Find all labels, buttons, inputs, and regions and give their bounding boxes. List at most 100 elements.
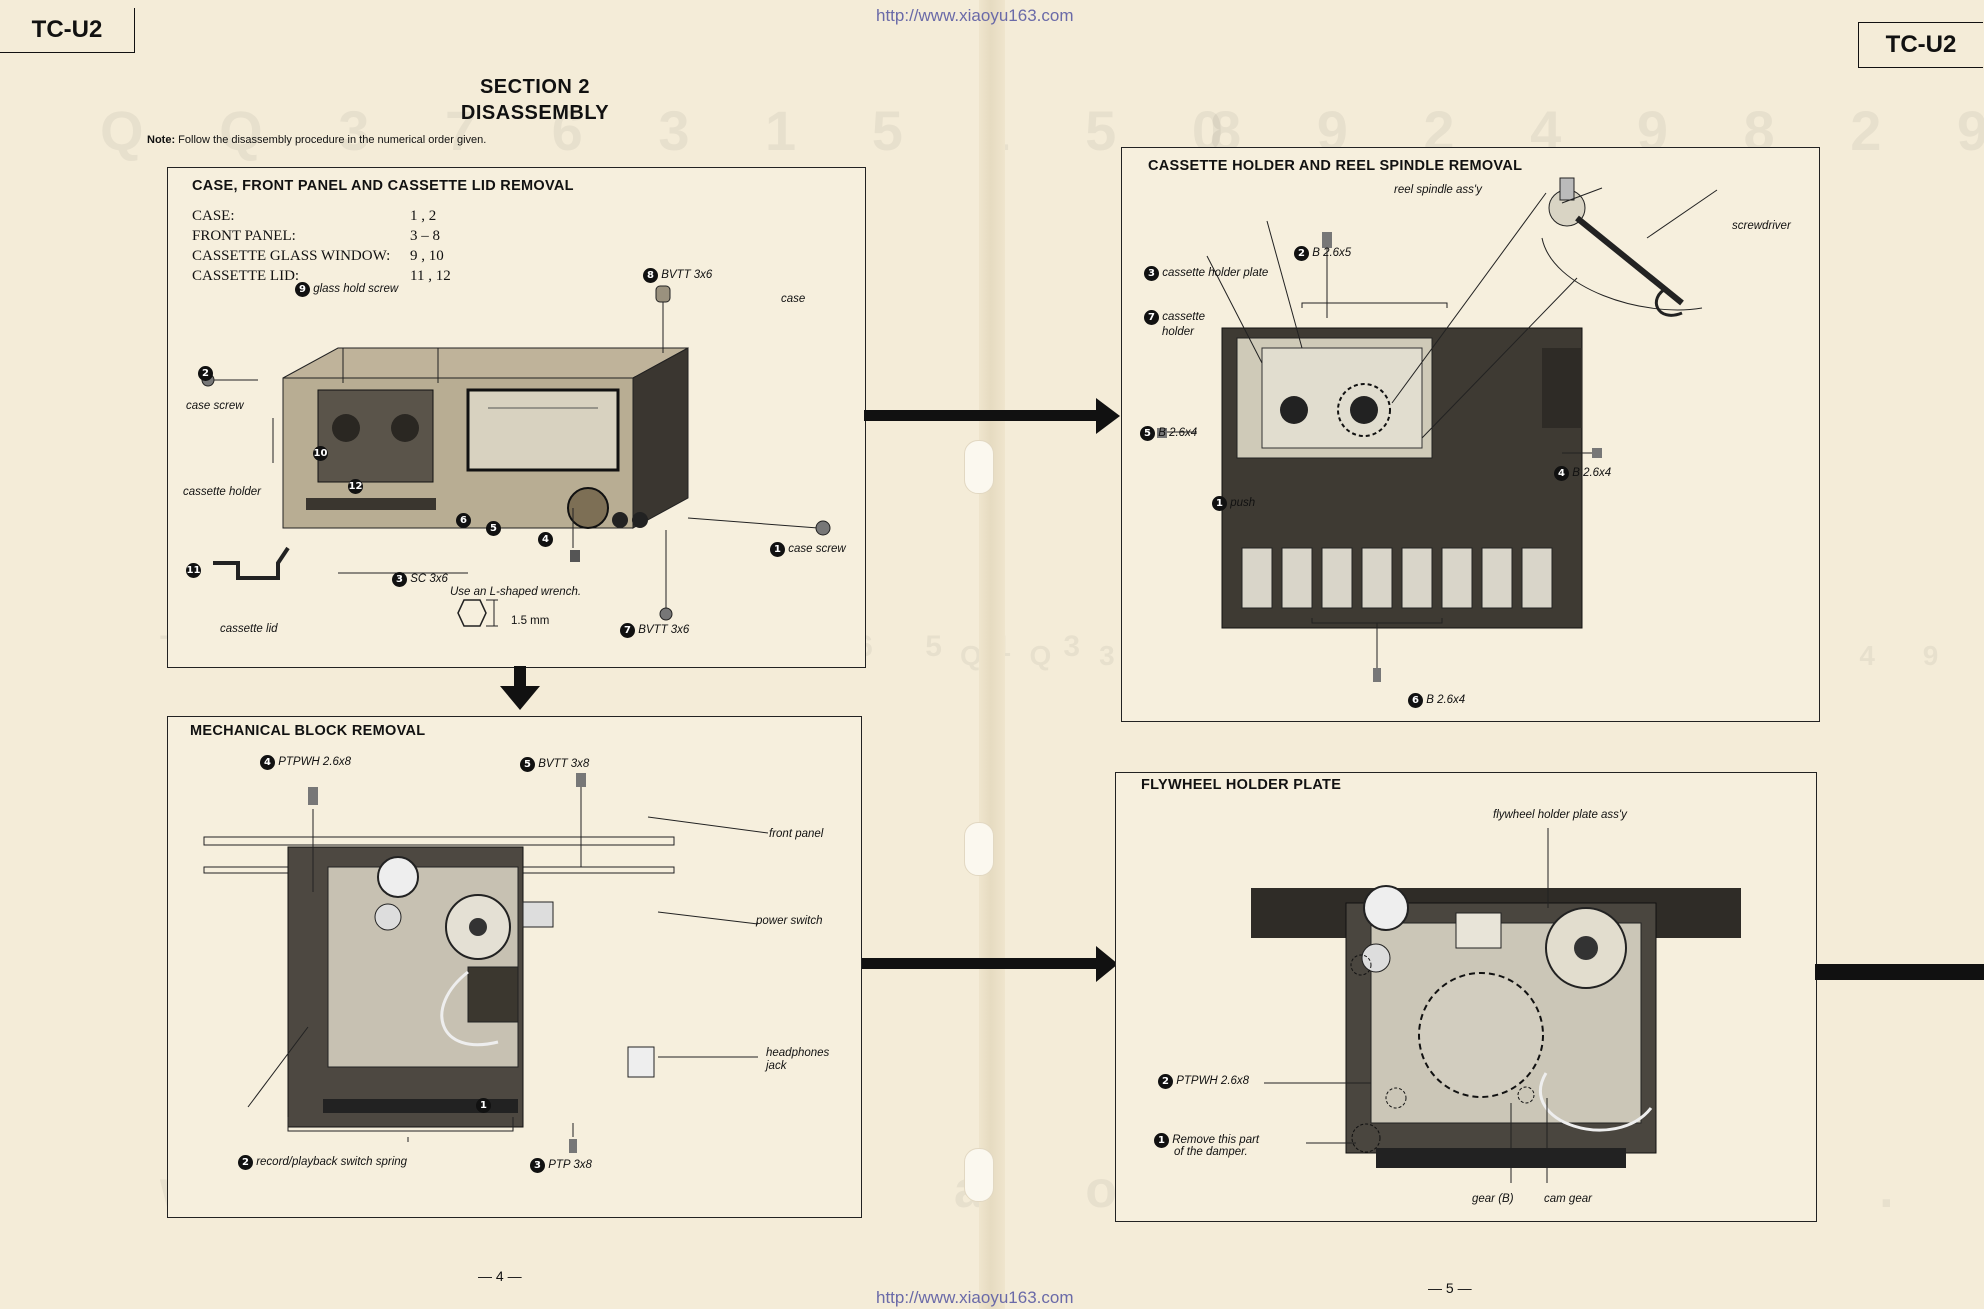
callout: 1 <box>476 1095 491 1113</box>
panel-flywheel-holder: FLYWHEEL HOLDER PLATE flywheel holder pl… <box>1115 772 1817 1222</box>
label-text: B 2.6x4 <box>1426 694 1466 706</box>
legend-steps: 11 , 12 <box>410 268 451 284</box>
label-damper: of the damper. <box>1174 1146 1248 1158</box>
label-text: case screw <box>788 543 846 555</box>
note: Note: Follow the disassembly procedure i… <box>147 134 486 146</box>
model-tag-right: TC-U2 <box>1858 22 1983 68</box>
source-url-top[interactable]: http://www.xiaoyu163.com <box>876 6 1074 25</box>
label-text: PTPWH 2.6x8 <box>1176 1075 1250 1087</box>
label-holder-plate: 3 cassette holder plate <box>1144 266 1268 281</box>
label-text: B 2.6x4 <box>1572 467 1612 479</box>
label-text: SC 3x6 <box>410 573 448 585</box>
legend-label: CASE: <box>192 208 235 224</box>
label-sc: 3 SC 3x6 <box>392 572 448 587</box>
label-remove-part: 1 Remove this part <box>1154 1133 1259 1148</box>
section-title: DISASSEMBLY <box>460 102 610 124</box>
callout: 4 <box>538 529 553 547</box>
label-cassette-holder: cassette holder <box>183 486 261 498</box>
callout: 11 <box>186 560 201 578</box>
label-screwdriver: screwdriver <box>1732 220 1791 232</box>
step-number: 2 <box>1158 1074 1173 1089</box>
label-b-2-6x4-left: 5 B 2.6x4 <box>1140 426 1197 441</box>
callout: 12 <box>348 476 363 494</box>
page-number-left: — 4 — <box>478 1268 522 1284</box>
label-cassette-lid: cassette lid <box>220 623 278 635</box>
label-text: BVTT 3x6 <box>638 624 690 636</box>
page-fold <box>979 0 1005 1309</box>
step-number: 1 <box>1154 1133 1169 1148</box>
label-headphones: headphones <box>766 1047 830 1059</box>
label-text: BVTT 3x8 <box>538 758 590 770</box>
step-number: 4 <box>260 755 275 770</box>
page-number-right: — 5 — <box>1428 1280 1472 1296</box>
label-text: cassette <box>1162 311 1206 323</box>
label-text: B 2.6x5 <box>1312 247 1352 259</box>
label-flywheel-assy: flywheel holder plate ass'y <box>1493 809 1627 821</box>
legend-row: CASSETTE GLASS WINDOW: 9 , 10 <box>192 246 451 266</box>
label-b-2-6x4-bottom: 6 B 2.6x4 <box>1408 693 1465 708</box>
holder-illustration <box>1157 177 1718 682</box>
function-keys <box>1241 547 1553 609</box>
step-number: 5 <box>486 521 501 536</box>
label-text: Remove this part <box>1172 1134 1260 1146</box>
label-text: PTP 3x8 <box>548 1159 592 1171</box>
step-number: 8 <box>643 268 658 283</box>
label-spring: 2 record/playback switch spring <box>238 1155 407 1170</box>
label-holder: holder <box>1162 326 1194 338</box>
label-bvtt-bottom: 7 BVTT 3x6 <box>620 623 689 638</box>
binder-hole <box>964 822 994 876</box>
note-label: Note: <box>147 134 176 146</box>
callout: 2 <box>198 363 213 381</box>
step-number: 5 <box>520 757 535 772</box>
edge-bar <box>1815 964 1984 980</box>
panel-mechanical-block: MECHANICAL BLOCK REMOVAL 4 PTPWH 2.6x8 5… <box>167 716 862 1218</box>
binder-hole <box>964 1148 994 1202</box>
legend-label: CASSETTE LID: <box>192 268 300 284</box>
legend-steps: 9 , 10 <box>410 248 444 264</box>
panel-cassette-holder: CASSETTE HOLDER AND REEL SPINDLE REMOVAL <box>1121 147 1820 722</box>
label-ptpwh: 4 PTPWH 2.6x8 <box>260 755 351 770</box>
label-mm: 1.5 mm <box>511 615 550 627</box>
arrow-right-top <box>864 398 1120 434</box>
legend-row: CASSETTE LID: 11 , 12 <box>192 266 451 286</box>
label-b-2-6x4-right: 4 B 2.6x4 <box>1554 466 1611 481</box>
label-power-switch: power switch <box>756 915 823 927</box>
label-push: 1 push <box>1212 496 1255 511</box>
model-tag-left: TC-U2 <box>0 8 135 53</box>
step-number: 11 <box>186 563 201 578</box>
label-wrench: Use an L-shaped wrench. <box>450 586 582 598</box>
step-number: 7 <box>620 623 635 638</box>
label-text: glass hold screw <box>313 283 399 295</box>
step-number: 3 <box>530 1158 545 1173</box>
step-number: 1 <box>476 1098 491 1113</box>
legend-row: CASE: 1 , 2 <box>192 206 451 226</box>
legend-label: CASSETTE GLASS WINDOW: <box>192 248 391 264</box>
label-reel-spindle: reel spindle ass'y <box>1394 184 1482 196</box>
source-url-bottom[interactable]: http://www.xiaoyu163.com <box>876 1288 1074 1307</box>
step-number: 4 <box>1554 466 1569 481</box>
panel-title: MECHANICAL BLOCK REMOVAL <box>190 723 426 739</box>
note-text: Follow the disassembly procedure in the … <box>178 134 487 146</box>
panel-title: CASSETTE HOLDER AND REEL SPINDLE REMOVAL <box>1148 158 1523 174</box>
step-number: 6 <box>456 513 471 528</box>
panel-case-removal: CASE, FRONT PANEL AND CASSETTE LID REMOV… <box>167 167 866 668</box>
section-number: SECTION 2 <box>479 76 591 98</box>
step-number: 2 <box>238 1155 253 1170</box>
label-text: push <box>1230 497 1256 509</box>
label-front-panel: front panel <box>769 828 824 840</box>
label-text: cassette holder plate <box>1162 267 1269 279</box>
label-bvtt: 5 BVTT 3x8 <box>520 757 589 772</box>
mechanism-illustration <box>203 773 769 1153</box>
arrow-down <box>500 666 540 710</box>
step-number: 4 <box>538 532 553 547</box>
step-number: 9 <box>295 282 310 297</box>
legend-row: FRONT PANEL:3 – 8 <box>192 226 451 246</box>
label-ptpwh: 2 PTPWH 2.6x8 <box>1158 1074 1249 1089</box>
step-number: 1 <box>1212 496 1227 511</box>
binder-hole <box>964 440 994 494</box>
callout: 6 <box>456 510 471 528</box>
legend-steps: 1 , 2 <box>410 208 437 224</box>
label-case-screw-right: 1 case screw <box>770 542 846 557</box>
step-number: 2 <box>1294 246 1309 261</box>
panel-title: CASE, FRONT PANEL AND CASSETTE LID REMOV… <box>192 178 574 194</box>
